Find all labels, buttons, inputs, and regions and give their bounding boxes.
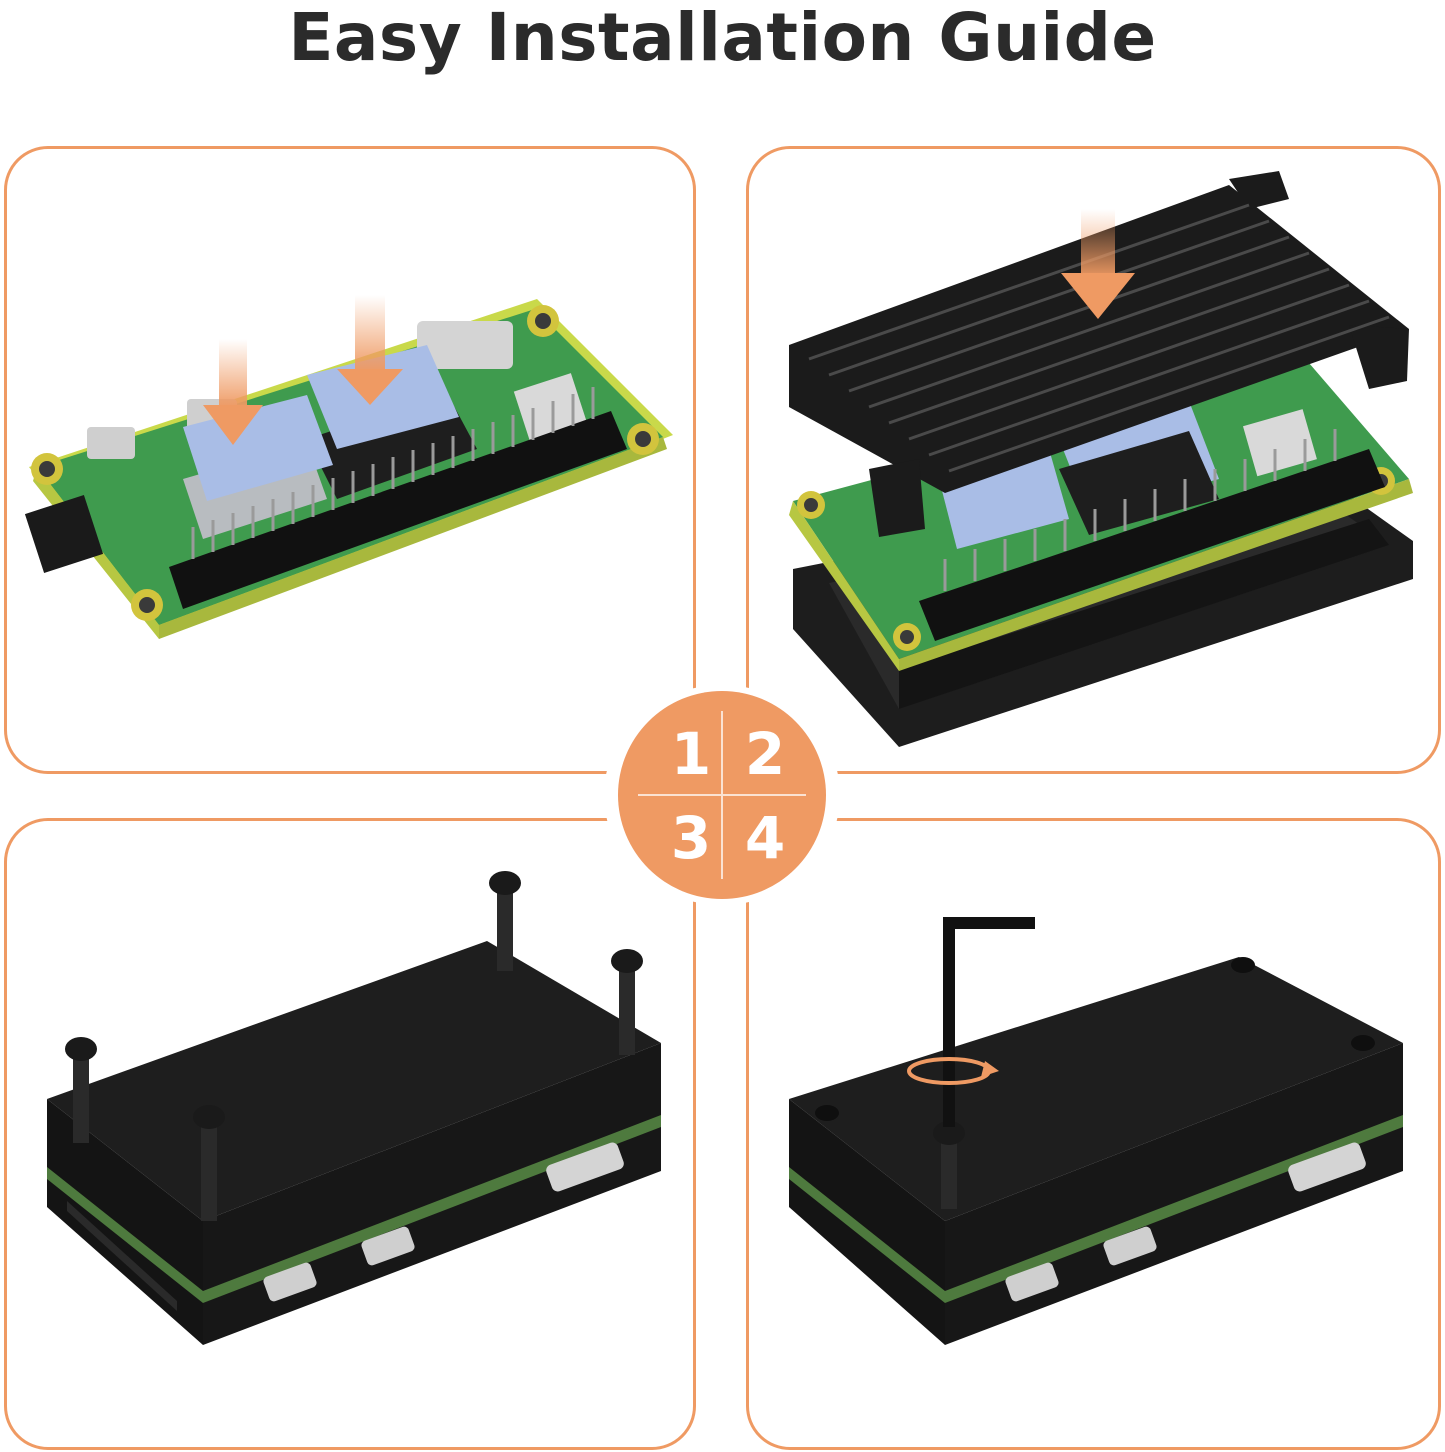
pcb-board <box>789 363 1413 671</box>
step-number-3: 3 <box>670 804 712 872</box>
screw <box>193 1105 225 1221</box>
rotation-arrow-icon <box>907 1057 999 1085</box>
screw <box>65 1037 97 1143</box>
screw <box>933 1121 965 1209</box>
board-with-thermal-pads-illustration <box>24 295 673 639</box>
screw <box>611 949 643 1055</box>
step-4-panel <box>746 818 1441 1450</box>
down-arrow-icon <box>203 339 263 445</box>
step-number-4: 4 <box>744 804 786 872</box>
step-1-panel <box>4 146 696 774</box>
step-number-2: 2 <box>744 720 786 788</box>
gpio-header <box>169 387 627 609</box>
step-2-panel <box>746 146 1441 774</box>
micro-usb-port <box>87 427 135 459</box>
closed-case <box>789 957 1403 1345</box>
mounting-holes <box>31 305 659 621</box>
page-title: Easy Installation Guide <box>288 0 1157 76</box>
camera-connector <box>24 494 104 574</box>
screw-head <box>815 957 1375 1121</box>
down-arrow-icon <box>1061 209 1135 319</box>
step-number-1: 1 <box>670 720 712 788</box>
usb-ports <box>1005 1142 1366 1302</box>
heatsink-assembly-illustration <box>789 171 1413 747</box>
down-arrow-icon <box>337 295 403 405</box>
badge-divider-vertical <box>721 711 723 879</box>
heatsink-lid <box>789 171 1409 537</box>
usb-ports <box>263 1142 624 1302</box>
screw <box>489 871 521 971</box>
mini-hdmi-port <box>417 321 513 369</box>
closed-case <box>47 941 661 1345</box>
step-badge-circle: 1 2 3 4 <box>618 691 826 899</box>
step-3-panel <box>4 818 696 1450</box>
case-with-screws-illustration <box>47 871 661 1345</box>
tighten-screws-illustration <box>789 917 1403 1345</box>
step-number-badge: 1 2 3 4 <box>604 685 840 905</box>
hex-key-icon <box>943 917 1035 1127</box>
